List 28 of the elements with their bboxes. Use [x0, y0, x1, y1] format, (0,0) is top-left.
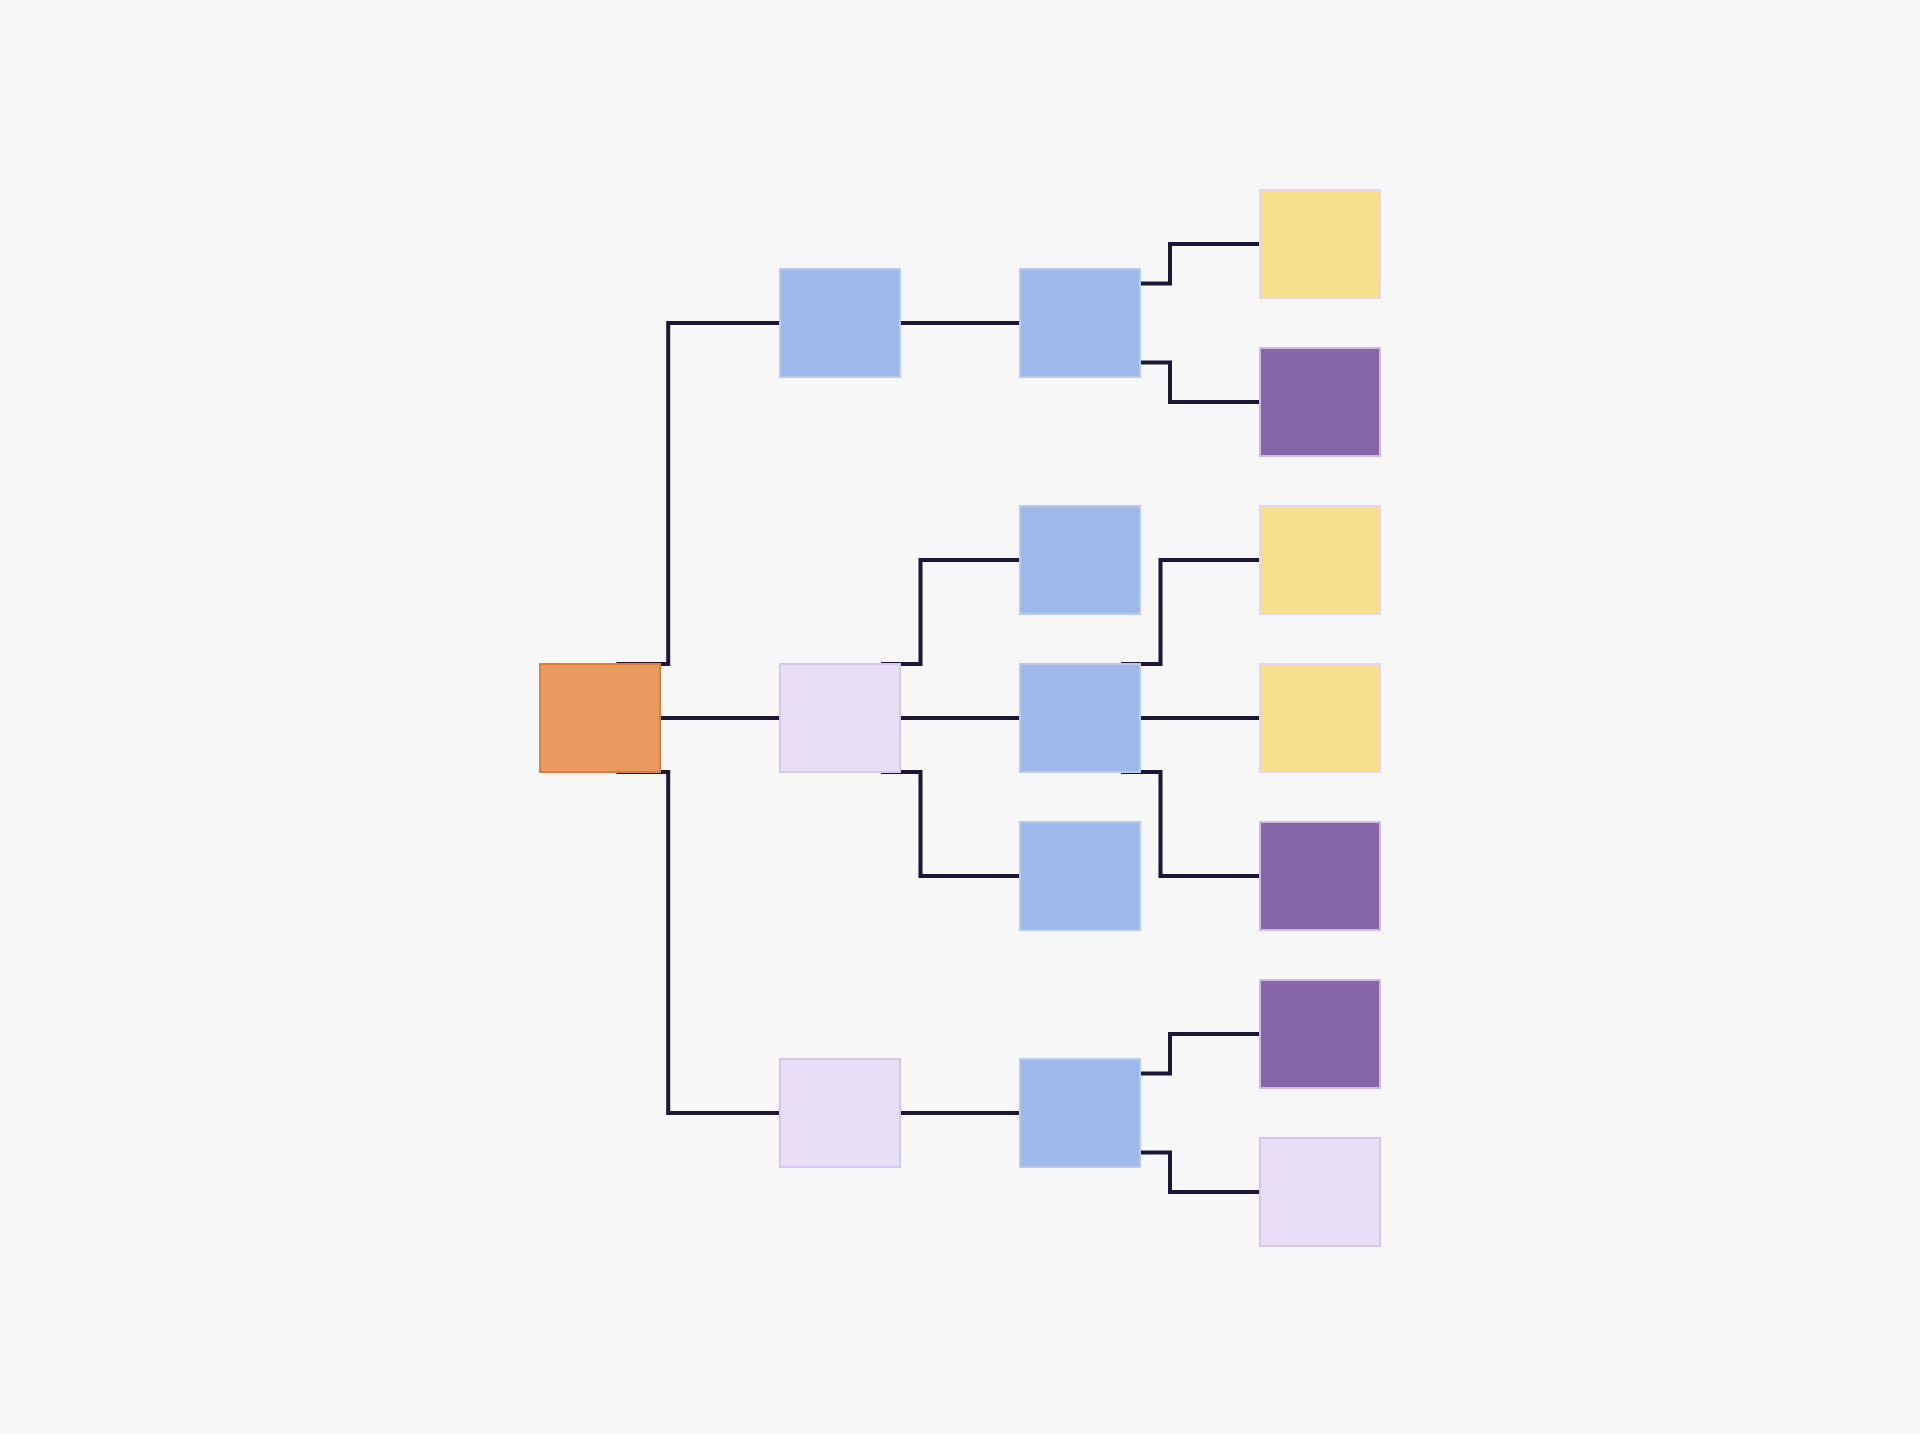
node-box	[1019, 662, 1141, 772]
node-box	[1259, 188, 1381, 298]
node-box	[779, 267, 901, 377]
connector	[1140, 359, 1260, 403]
node-box	[1259, 1136, 1381, 1246]
node-box	[1019, 267, 1141, 377]
node-box	[539, 662, 661, 772]
node-box	[779, 1057, 901, 1167]
connector	[881, 769, 1020, 877]
node-box	[1019, 504, 1141, 614]
connector	[1140, 1149, 1260, 1193]
connector	[1121, 769, 1260, 877]
node-box	[1259, 978, 1381, 1088]
node-box	[1259, 504, 1381, 614]
connector	[1140, 715, 1260, 719]
connector	[616, 769, 780, 1114]
connector	[900, 1110, 1020, 1114]
node-box	[1259, 662, 1381, 772]
connector	[1140, 241, 1260, 285]
connector	[900, 320, 1020, 324]
connector	[660, 715, 780, 719]
node-box	[779, 662, 901, 772]
node-box	[1259, 820, 1381, 930]
node-box	[1019, 820, 1141, 930]
node-box	[1259, 346, 1381, 456]
connector	[1140, 1031, 1260, 1075]
connector	[900, 715, 1020, 719]
node-box	[1019, 1057, 1141, 1167]
